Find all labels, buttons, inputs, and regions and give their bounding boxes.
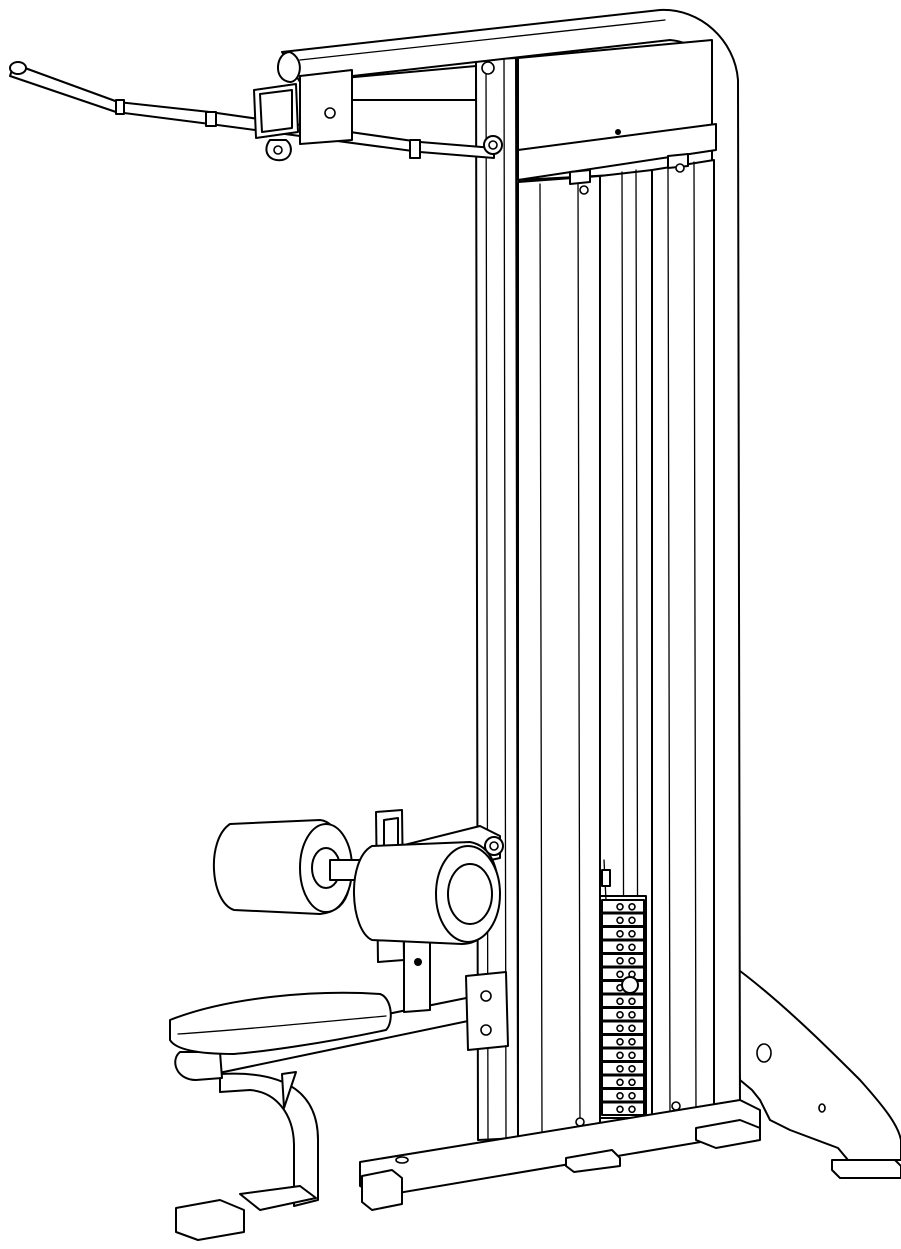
plate-pin-hole [617, 917, 623, 923]
front-base-foot [360, 1100, 760, 1210]
plate-pin-hole [629, 1093, 635, 1099]
lat-pulldown-bar [10, 62, 502, 160]
plate-pin-hole [617, 944, 623, 950]
plate-pin-hole [617, 1025, 623, 1031]
plate-pin-hole [617, 1052, 623, 1058]
weight-stack [600, 860, 646, 1118]
plate-pin-hole [617, 1012, 623, 1018]
plate-pin-hole [617, 904, 623, 910]
plate-pin-hole [629, 1039, 635, 1045]
plate-pin-hole [629, 904, 635, 910]
plate-pin-hole [629, 1012, 635, 1018]
plate-pin-hole [629, 917, 635, 923]
plate-pin-hole [617, 1066, 623, 1072]
plate-pin-hole [617, 931, 623, 937]
plate-pin-hole [629, 958, 635, 964]
plate-pin-hole [629, 1025, 635, 1031]
plate-pin-hole [629, 998, 635, 1004]
rear-base-plate [732, 965, 901, 1178]
plate-pin-hole [629, 1052, 635, 1058]
plate-pin-hole [629, 1079, 635, 1085]
plate-pin-hole [629, 944, 635, 950]
plate-pin-hole [617, 958, 623, 964]
plate-pin-hole [617, 1093, 623, 1099]
weight-plates [602, 900, 644, 1115]
plate-pin-hole [617, 1079, 623, 1085]
knee-roller-pads [214, 820, 500, 944]
plate-pin-hole [629, 931, 635, 937]
plate-pin-hole [617, 1106, 623, 1112]
weight-stack-housing [518, 154, 714, 1140]
plate-pin-hole [629, 1066, 635, 1072]
plate-pin-hole [629, 1106, 635, 1112]
plate-pin-hole [617, 998, 623, 1004]
plate-pin-hole [617, 1039, 623, 1045]
plate-pin-hole [617, 971, 623, 977]
seat-pad [170, 993, 391, 1054]
